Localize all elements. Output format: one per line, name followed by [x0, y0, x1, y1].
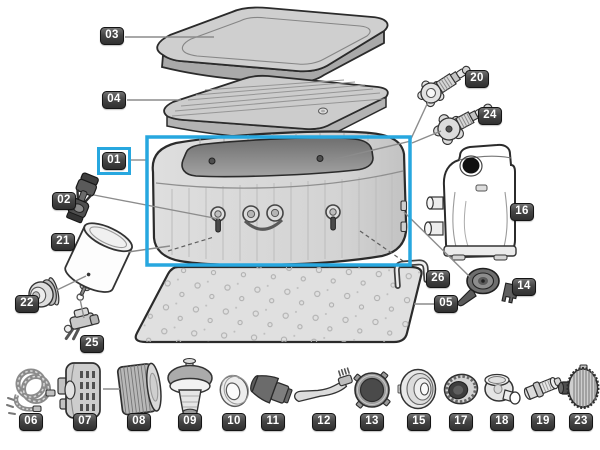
- part-badge-19[interactable]: 19: [531, 413, 555, 431]
- part-badge-03[interactable]: 03: [100, 27, 124, 45]
- strap-anchor-left: [210, 206, 226, 233]
- selected-part-highlight: 01: [97, 147, 131, 175]
- part-badge-06[interactable]: 06: [19, 413, 43, 431]
- part-badge-14[interactable]: 14: [512, 278, 536, 296]
- part-16-pump-drawing: [424, 143, 517, 261]
- part-badge-17[interactable]: 17: [449, 413, 473, 431]
- part-badge-01[interactable]: 01: [102, 152, 126, 170]
- part-badge-09[interactable]: 09: [178, 413, 202, 431]
- part-20-screw-valve-drawing: [417, 65, 471, 108]
- strap-anchor-right: [325, 204, 341, 231]
- part-01-spa-tub-drawing: [151, 130, 408, 267]
- part-03-cover-lid-drawing: [156, 6, 389, 84]
- part-badge-13[interactable]: 13: [360, 413, 384, 431]
- part-10-sealing-ring-drawing: [219, 374, 250, 408]
- part-badge-11[interactable]: 11: [261, 413, 285, 431]
- part-badge-18[interactable]: 18: [490, 413, 514, 431]
- part-badge-04[interactable]: 04: [102, 91, 126, 109]
- part-14-check-valve-drawing: [457, 267, 518, 307]
- handle-center: [242, 204, 284, 231]
- part-badge-26[interactable]: 26: [426, 270, 450, 288]
- part-badge-15[interactable]: 15: [407, 413, 431, 431]
- part-badge-25[interactable]: 25: [80, 335, 104, 353]
- part-badge-23[interactable]: 23: [569, 413, 593, 431]
- part-badge-16[interactable]: 16: [510, 203, 534, 221]
- part-13-gasket-ring-drawing: [353, 371, 391, 409]
- part-06-hose-drawing: [6, 368, 56, 415]
- part-badge-10[interactable]: 10: [222, 413, 246, 431]
- part-22-valve-drawing: [28, 277, 60, 308]
- part-badge-02[interactable]: 02: [52, 192, 76, 210]
- part-15-jet-cover-drawing: [397, 368, 437, 410]
- part-09-float-dispenser-drawing: [167, 357, 213, 416]
- part-badge-07[interactable]: 07: [73, 413, 97, 431]
- part-badge-05[interactable]: 05: [434, 295, 458, 313]
- part-badge-08[interactable]: 08: [127, 413, 151, 431]
- part-21-cylinder-drawing: [64, 222, 133, 301]
- part-18-elbow-fitting-drawing: [484, 373, 521, 405]
- part-12-cleaning-brush-drawing: [294, 367, 353, 403]
- part-05-ground-mat-drawing: [134, 265, 423, 344]
- part-badge-20[interactable]: 20: [465, 70, 489, 88]
- part-badge-12[interactable]: 12: [312, 413, 336, 431]
- part-08-filter-cartridge-drawing: [116, 362, 162, 416]
- part-23-ribbed-knob-drawing: [558, 364, 600, 409]
- part-25-clip-drawing: [63, 307, 100, 341]
- part-badge-22[interactable]: 22: [15, 295, 39, 313]
- part-badge-24[interactable]: 24: [478, 107, 502, 125]
- leader-lines: [56, 36, 471, 390]
- part-07-filter-housing-drawing: [57, 362, 101, 419]
- part-04-cover-bladder-drawing: [163, 74, 389, 141]
- part-11-nozzle-adapter-drawing: [250, 375, 293, 404]
- selection-highlight-box: [145, 135, 412, 267]
- part-badge-21[interactable]: 21: [51, 233, 75, 251]
- part-19-inline-connector-drawing: [523, 377, 562, 400]
- part-17-collar-nut-drawing: [443, 373, 479, 405]
